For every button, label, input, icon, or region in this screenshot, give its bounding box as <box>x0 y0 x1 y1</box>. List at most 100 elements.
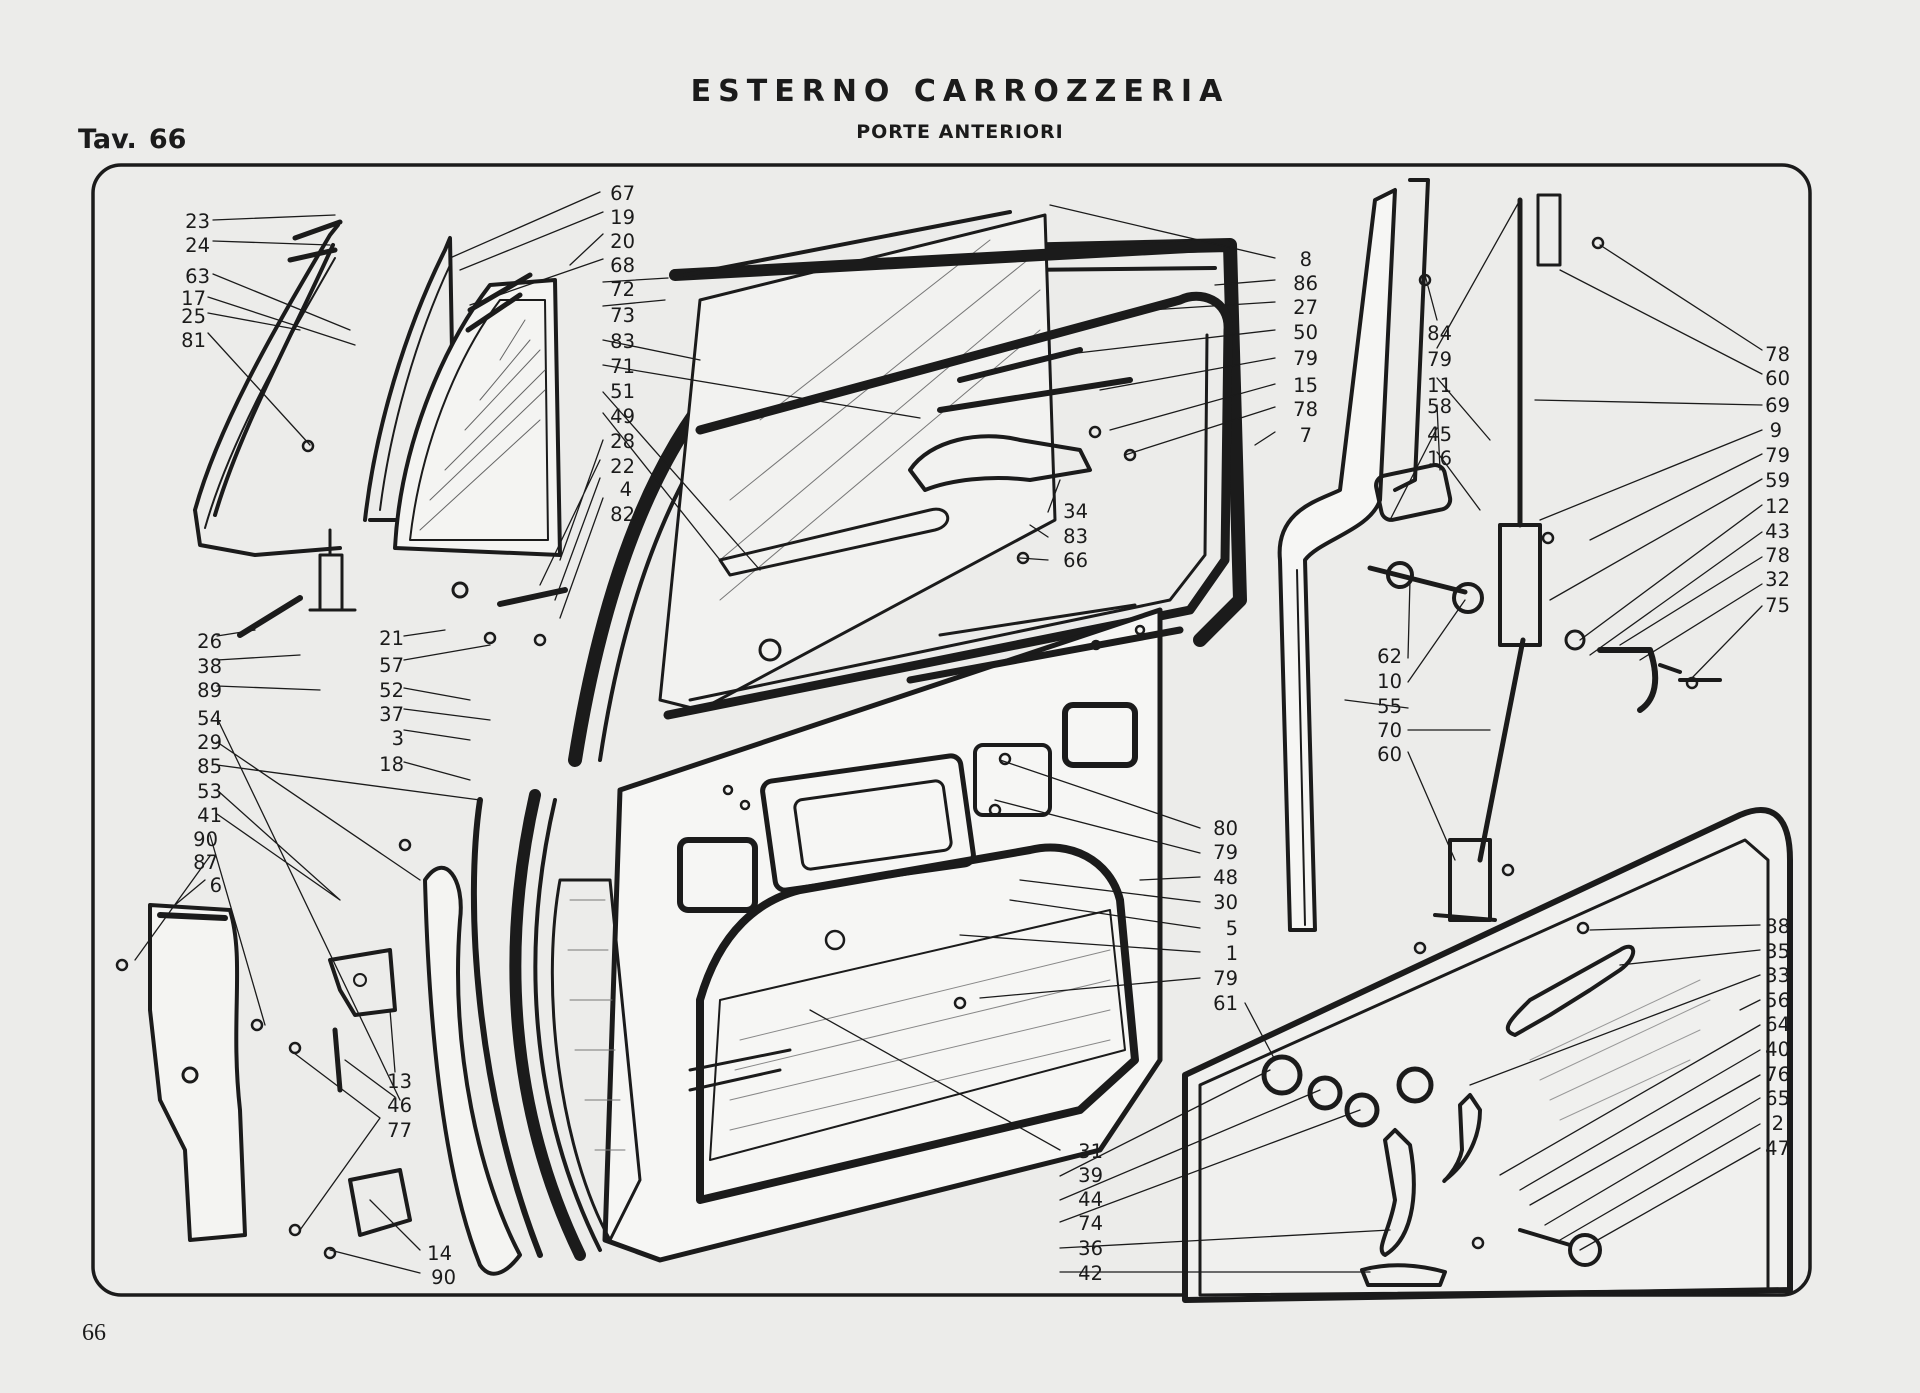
callout-label: 72 <box>610 278 635 301</box>
callout-label: 51 <box>610 380 635 403</box>
callout-label: 81 <box>181 329 206 352</box>
callout-label: 71 <box>610 355 635 378</box>
callout-label: 47 <box>1765 1137 1790 1160</box>
callout-label: 6 <box>210 874 222 897</box>
callout-label: 20 <box>610 230 635 253</box>
callout-label: 66 <box>1063 549 1088 572</box>
callout-label: 13 <box>387 1070 412 1093</box>
callout-label: 73 <box>610 304 635 327</box>
callout-label: 74 <box>1078 1212 1103 1235</box>
callout-label: 25 <box>181 305 206 328</box>
callout-label: 1 <box>1226 942 1238 965</box>
callout-label: 79 <box>1213 841 1238 864</box>
callout-label: 57 <box>379 654 404 677</box>
callout-label: 78 <box>1765 343 1790 366</box>
callout-label: 65 <box>1765 1087 1790 1110</box>
callout-label: 86 <box>1293 272 1318 295</box>
callouts-lock-group: 84 79 11 58 45 16 62 10 55 70 60 <box>1377 322 1452 766</box>
plate-number: 66 <box>148 124 187 155</box>
callouts-mid-center: 21 57 52 37 3 18 <box>379 627 404 776</box>
callouts-center-lower: 80 79 48 30 5 1 79 61 <box>1213 817 1238 1015</box>
callout-label: 33 <box>1765 964 1790 987</box>
vent-window-assembly <box>193 219 568 638</box>
callout-label: 76 <box>1765 1063 1790 1086</box>
callout-label: 15 <box>1293 374 1318 397</box>
callout-label: 55 <box>1377 695 1402 718</box>
callout-label: 78 <box>1765 544 1790 567</box>
callout-label: 52 <box>379 679 404 702</box>
callout-label: 84 <box>1427 322 1452 345</box>
callout-label: 29 <box>197 731 222 754</box>
callout-label: 82 <box>610 503 635 526</box>
callouts-bottom-center: 31 39 44 74 36 42 <box>1078 1140 1103 1285</box>
callouts-right-column: 78 60 69 9 79 59 12 43 78 32 75 <box>1765 343 1790 617</box>
page-subtitle: PORTE ANTERIORI <box>856 121 1064 143</box>
callout-label: 85 <box>197 755 222 778</box>
callout-label: 56 <box>1765 989 1790 1012</box>
callout-label: 62 <box>1377 645 1402 668</box>
callout-label: 12 <box>1765 495 1790 518</box>
callout-label: 42 <box>1078 1262 1103 1285</box>
callout-label: 60 <box>1765 367 1790 390</box>
door-shell <box>509 210 1247 1263</box>
callout-label: 60 <box>1377 743 1402 766</box>
lock-mechanism-group <box>1277 178 1722 932</box>
callouts-bottom-right: 88 35 33 56 64 40 76 65 2 47 <box>1765 915 1790 1160</box>
callout-label: 44 <box>1078 1188 1103 1211</box>
diagram-frame <box>91 163 1812 1297</box>
callouts-top-center: 67 19 20 68 72 73 83 71 51 49 28 22 4 82 <box>610 182 635 526</box>
callout-label: 38 <box>197 655 222 678</box>
callouts-hinges: 13 46 77 14 90 <box>387 1070 456 1289</box>
trim-panel-group <box>1182 807 1793 1303</box>
page-title: ESTERNO CARROZZERIA <box>690 74 1230 109</box>
callout-label: 9 <box>1770 419 1782 442</box>
page-number: 66 <box>82 1320 106 1346</box>
callout-label: 34 <box>1063 500 1088 523</box>
callout-label: 37 <box>379 703 404 726</box>
callout-label: 28 <box>610 430 635 453</box>
callout-label: 90 <box>431 1266 456 1289</box>
callout-label: 79 <box>1213 967 1238 990</box>
callout-label: 41 <box>197 804 222 827</box>
callout-label: 70 <box>1377 719 1402 742</box>
callout-label: 14 <box>427 1242 452 1265</box>
callout-label: 17 <box>181 287 206 310</box>
callout-label: 40 <box>1765 1038 1790 1061</box>
callout-label: 22 <box>610 455 635 478</box>
callout-label: 90 <box>193 828 218 851</box>
callouts-center-handle: 34 83 66 <box>1063 500 1088 572</box>
callout-label: 32 <box>1765 568 1790 591</box>
callout-label: 4 <box>620 478 632 501</box>
screws <box>115 236 1699 1260</box>
leader-lines <box>134 191 1763 1274</box>
callout-label: 78 <box>1293 398 1318 421</box>
callout-label: 80 <box>1213 817 1238 840</box>
page-header: ESTERNO CARROZZERIA PORTE ANTERIORI Tav.… <box>0 0 1920 170</box>
hinge-group <box>148 797 543 1276</box>
plate-prefix: Tav. <box>78 124 137 155</box>
callout-label: 11 <box>1427 374 1452 397</box>
callout-label: 53 <box>197 780 222 803</box>
callout-label: 61 <box>1213 992 1238 1015</box>
callout-label: 46 <box>387 1094 412 1117</box>
callout-label: 16 <box>1427 447 1452 470</box>
callout-label: 87 <box>193 851 218 874</box>
callout-label: 54 <box>197 707 222 730</box>
callout-label: 79 <box>1427 348 1452 371</box>
callout-label: 19 <box>610 206 635 229</box>
callout-label: 67 <box>610 182 635 205</box>
callout-label: 43 <box>1765 520 1790 543</box>
callout-label: 77 <box>387 1119 412 1142</box>
callouts-lower-left: 54 29 85 53 41 90 87 6 <box>193 707 222 897</box>
callout-label: 30 <box>1213 891 1238 914</box>
callout-label: 83 <box>1063 525 1088 548</box>
callout-label: 7 <box>1300 424 1312 447</box>
callout-label: 50 <box>1293 321 1318 344</box>
callout-label: 63 <box>185 265 210 288</box>
callout-label: 75 <box>1765 594 1790 617</box>
callout-label: 59 <box>1765 469 1790 492</box>
callout-label: 48 <box>1213 866 1238 889</box>
callout-label: 69 <box>1765 394 1790 417</box>
callout-label: 88 <box>1765 915 1790 938</box>
